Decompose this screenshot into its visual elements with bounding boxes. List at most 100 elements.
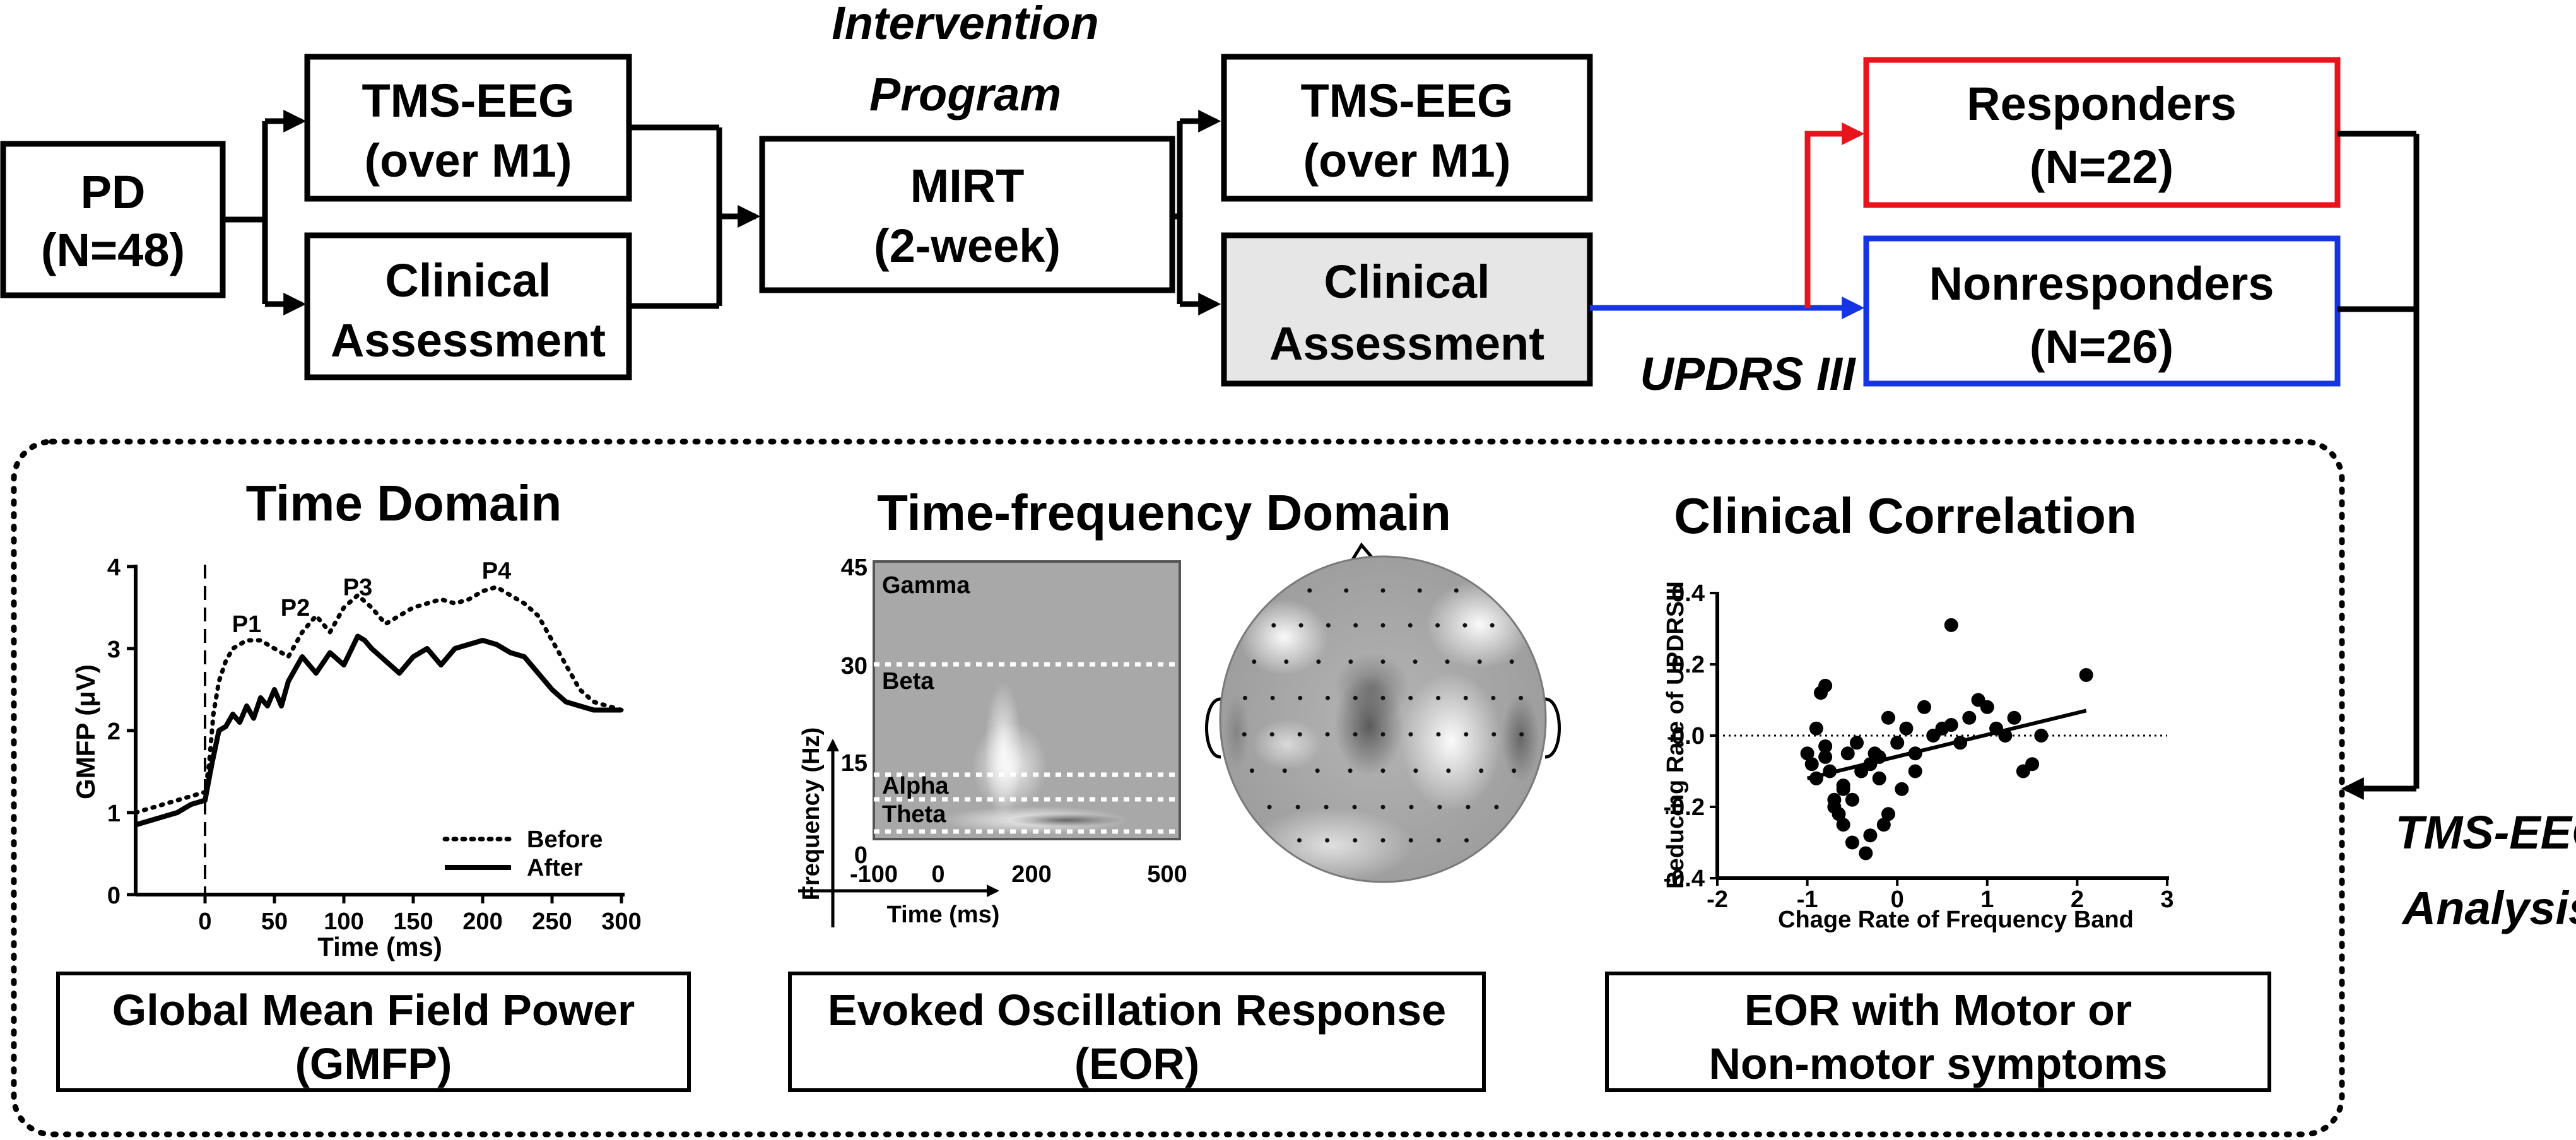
electrode-dot	[1271, 623, 1276, 628]
scatter-point	[1818, 678, 1833, 693]
tms-post-line1: TMS-EEG	[1300, 74, 1513, 127]
scatter-point	[1917, 700, 1931, 714]
time-domain-title: Time Domain	[246, 475, 562, 531]
correlation-caption-line2: Non-motor symptoms	[1709, 1039, 2167, 1088]
tf-xtick-0: 0	[931, 861, 944, 888]
electrode-dot	[1380, 659, 1385, 664]
gmfp-xtick-label: 250	[532, 908, 572, 935]
electrode-dot	[1490, 623, 1495, 628]
scatter-ytick-label: -0.2	[1664, 794, 1705, 821]
tf-ytick-0: 0	[854, 842, 867, 869]
scatter-point	[1845, 792, 1859, 807]
scatter-point	[1881, 710, 1895, 725]
scatter-point	[1895, 782, 1909, 796]
tf-band-alpha: Alpha	[882, 773, 949, 799]
scatter-point	[2079, 667, 2093, 682]
electrode-dot	[1380, 695, 1385, 700]
gmfp-caption-line2: (GMFP)	[295, 1039, 452, 1088]
mirt-line2: (2-week)	[874, 220, 1061, 272]
scatter-ytick-label: 0.0	[1671, 723, 1705, 749]
electrode-dot	[1297, 732, 1302, 737]
correlation-caption-box: EOR with Motor or Non-motor symptoms	[1605, 972, 2271, 1092]
electrode-dot	[1353, 695, 1358, 700]
electrode-dot	[1494, 804, 1499, 809]
scatter-ytick-label: -0.4	[1664, 866, 1705, 892]
gmfp-series-before	[133, 585, 624, 815]
electrode-dot	[1408, 838, 1413, 843]
analysis-label-line1: TMS-EEG	[2395, 806, 2576, 859]
electrode-dot	[1324, 804, 1329, 809]
arrow-to-responders	[1804, 122, 1865, 308]
electrode-dot	[1380, 804, 1385, 809]
analysis-merge-line	[2338, 131, 2420, 789]
scatter-point	[1872, 771, 1886, 785]
scatter-point	[1899, 721, 1914, 736]
tf-y-label: Frequency (Hz)	[798, 727, 825, 900]
scatter-point	[1818, 739, 1833, 753]
gmfp-ytick-label: 1	[107, 801, 121, 827]
electrode-dot	[1252, 659, 1257, 664]
electrode-dot	[1436, 695, 1440, 700]
electrode-dot	[1380, 768, 1385, 773]
electrode-dot	[1477, 659, 1482, 664]
eor-caption-box: Evoked Oscillation Response (EOR)	[788, 972, 1486, 1092]
gmfp-xtick-label: 100	[324, 908, 363, 935]
mirt-line1: MIRT	[910, 160, 1025, 212]
correlation-caption-line1: EOR with Motor or	[1744, 985, 2132, 1035]
tf-ytick-45: 45	[841, 555, 867, 581]
scatter-point	[1827, 800, 1842, 814]
electrode-dot	[1284, 659, 1289, 664]
electrode-dot	[1445, 659, 1450, 664]
scatter-point	[1908, 764, 1922, 779]
gmfp-y-label: GMFP (μV)	[71, 664, 100, 799]
electrode-dot	[1295, 804, 1300, 809]
tms-post-line2: (over M1)	[1303, 134, 1511, 187]
electrode-dot	[1380, 623, 1385, 628]
gmfp-ytick-label: 2	[107, 719, 121, 745]
tf-xtick-200: 200	[1011, 861, 1051, 888]
scatter-xtick-label: 2	[2071, 886, 2084, 913]
electrode-dot	[1298, 695, 1303, 700]
analysis-frame	[11, 438, 2345, 1137]
electrode-dot	[1463, 695, 1468, 700]
scatter-xtick-label: -2	[1707, 886, 1728, 913]
scatter-x-label: Chage Rate of Frequency Band	[1778, 907, 2134, 933]
scatter-point	[1818, 749, 1833, 764]
gmfp-ytick-label: 0	[107, 883, 121, 909]
clin-pre-line2: Assessment	[331, 314, 606, 367]
electrode-dot	[1267, 804, 1272, 809]
scatter-ytick-label: 0.2	[1671, 652, 1705, 678]
tms-eeg-pre-box: TMS-EEG (over M1)	[304, 54, 632, 202]
scatter-point	[1845, 835, 1859, 850]
eor-caption-line2: (EOR)	[1074, 1039, 1199, 1088]
tf-band-beta: Beta	[882, 668, 934, 695]
scatter-point	[1850, 736, 1864, 750]
pd-label: PD	[81, 166, 146, 218]
scatter-point	[1863, 828, 1878, 843]
clin-post-line2: Assessment	[1269, 317, 1544, 370]
scatter-point	[1944, 718, 1958, 732]
electrode-dot	[1479, 768, 1484, 773]
tf-xtick-500: 500	[1147, 861, 1187, 888]
electrode-dot	[1269, 732, 1274, 737]
legend-before-label: Before	[527, 826, 603, 853]
clinical-assessment-pre-box: Clinical Assessment	[304, 232, 632, 380]
electrode-dot	[1464, 732, 1469, 737]
scatter-point	[1800, 746, 1814, 761]
electrode-dot	[1348, 659, 1353, 664]
electrode-dot	[1491, 732, 1497, 737]
gmfp-caption-box: Global Mean Field Power (GMFP)	[56, 972, 691, 1092]
scatter-point	[1881, 807, 1895, 821]
clin-pre-line1: Clinical	[385, 254, 551, 307]
head-right-ear	[1544, 697, 1561, 759]
electrode-dot	[1297, 838, 1302, 843]
electrode-dot	[1519, 732, 1524, 737]
scatter-point	[2025, 757, 2040, 772]
electrode-dot	[1326, 695, 1330, 700]
tf-map: Gamma Beta Alpha Theta 45 30 15 0 -100 0…	[798, 555, 1187, 928]
electrode-dot	[1435, 623, 1440, 628]
nonresponders-line2: (N=26)	[2030, 320, 2173, 373]
